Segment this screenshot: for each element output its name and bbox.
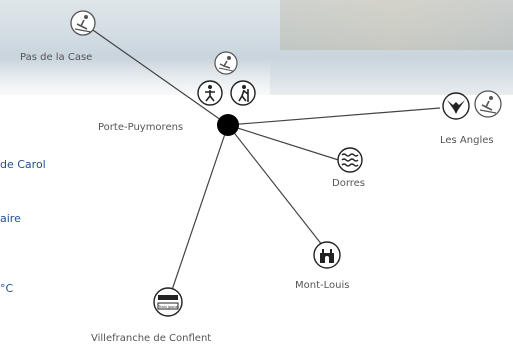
eagle-icon	[443, 93, 469, 119]
line-mont-louis	[228, 125, 326, 250]
label-les-angles[interactable]: Les Angles	[440, 135, 494, 146]
ski-icon	[215, 52, 237, 74]
label-porte-puymorens[interactable]: Porte-Puymorens	[98, 122, 183, 133]
hot-springs-icon	[338, 148, 362, 172]
snowshoe-icon	[198, 81, 222, 105]
line-pas-de-la-case	[90, 28, 228, 125]
label-dorres[interactable]: Dorres	[332, 178, 365, 189]
label-villefranche[interactable]: Villefranche de Conflent	[91, 333, 211, 344]
train-jaune-icon-text: Train jaune	[157, 305, 177, 309]
left-text-line-3: °C	[0, 282, 13, 295]
hub-node[interactable]	[217, 114, 239, 136]
ski-icon[interactable]	[71, 11, 95, 35]
label-mont-louis[interactable]: Mont-Louis	[295, 280, 349, 291]
line-les-angles	[228, 108, 440, 125]
label-pas-de-la-case[interactable]: Pas de la Case	[20, 52, 92, 63]
ski-icon	[475, 91, 501, 117]
hiking-icon	[231, 81, 255, 105]
line-villefranche	[172, 125, 228, 290]
line-dorres	[228, 125, 348, 163]
left-text-line-1[interactable]: de Carol	[0, 158, 46, 171]
left-text-line-2: aire	[0, 212, 21, 225]
fortress-icon	[314, 242, 340, 268]
train-jaune-icon: Train jaune	[154, 288, 182, 316]
